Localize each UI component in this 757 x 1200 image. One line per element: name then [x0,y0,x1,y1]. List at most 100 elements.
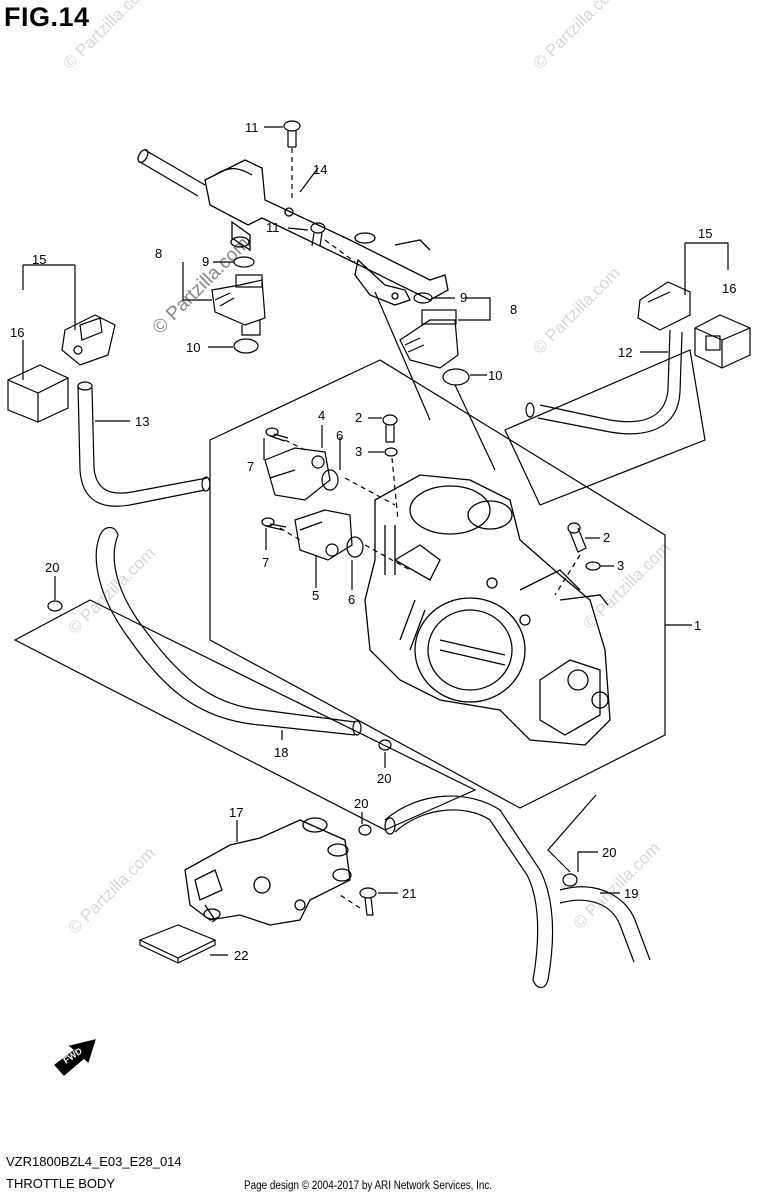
hose-19 [384,795,554,981]
cover-16b [694,314,751,369]
dashline-21 [339,894,361,909]
sensor-15b [637,281,691,331]
oring-3a [384,447,398,457]
pad-22 [138,924,217,964]
callout-19: 19 [624,886,638,901]
hose-13 [77,384,208,507]
callout-20: 20 [377,771,391,786]
leader-line-15b [684,242,729,295]
hose-18 [95,534,356,736]
clamp-20a [47,600,63,612]
callout-10: 10 [186,340,200,355]
callout-6: 6 [336,428,343,443]
callout-15: 15 [698,226,712,241]
seal-10a [233,338,259,354]
callout-16: 16 [10,325,24,340]
leader-line-11b [287,227,309,231]
group-outline-throttle-body [209,359,666,809]
group-outline-lower [13,599,477,831]
watermark: © Partzilla.com [579,538,673,632]
screw-21 [359,887,377,916]
callout-2: 2 [603,530,610,545]
screw-2a [382,414,398,443]
callout-5: 5 [312,588,319,603]
callout-3: 3 [355,444,362,459]
dashline-screw-7b [279,527,301,541]
callout-17: 17 [229,805,243,820]
clamp-20c [358,824,372,836]
callout-9: 9 [202,254,209,269]
screw-7a [265,427,289,442]
watermark: © Partzilla.com [64,843,158,937]
copyright-notice: Page design © 2004-2017 by ARI Network S… [244,1180,493,1192]
model-code: VZR1800BZL4_E03_E28_014 [6,1154,182,1169]
fwd-arrow-icon [54,1039,96,1076]
callout-15: 15 [32,252,46,267]
watermark: © Partzilla.com [529,263,623,357]
cover-16a [7,364,69,423]
callout-9: 9 [460,290,467,305]
oring-9b [413,292,433,304]
leader-line-14 [299,167,319,193]
idle-speed-control-valve-17 [184,817,352,926]
dashline-tps-b [364,544,411,571]
watermark: © Partzilla.com [64,543,158,637]
oring-6b [346,536,364,558]
tps-sensor-5 [294,509,353,561]
callout-13: 13 [135,414,149,429]
dashline-2b [554,554,581,596]
callout-7: 7 [247,459,254,474]
callout-11: 11 [245,120,259,135]
callout-14: 14 [313,162,327,177]
screw-7b [261,517,287,531]
seal-10b [442,368,470,386]
leader-line-20d [577,851,598,872]
bolt-11b [310,222,326,247]
dashline-bolt-11b [324,239,356,263]
clamp-20b [378,739,392,751]
callout-4: 4 [318,408,325,423]
oring-3b [585,561,601,571]
callout-20: 20 [602,845,616,860]
callout-10: 10 [488,368,502,383]
figure-title: FIG.14 [4,2,90,32]
callout-18: 18 [274,745,288,760]
callout-21: 21 [402,886,416,901]
bolt-11a [283,120,301,148]
clamp-20d [562,873,578,887]
leader-line-15a [22,264,76,330]
hose-19-outlet [559,886,651,963]
leader-line-8a [182,262,212,301]
callout-16: 16 [722,281,736,296]
throttle-body-1 [364,474,611,746]
dashline-2a [391,457,399,521]
callout-12: 12 [618,345,632,360]
dashline-screw-7a [284,439,306,451]
oring-6a [321,469,339,491]
section-name: THROTTLE BODY [6,1176,116,1191]
hose-12 [537,329,683,435]
tps-sensor-4 [264,447,331,501]
callout-22: 22 [234,948,248,963]
callout-8: 8 [510,302,517,317]
callout-8: 8 [155,246,162,261]
callout-1: 1 [694,618,701,633]
callout-20: 20 [354,796,368,811]
group-outline-right-hose [504,349,706,506]
callout-11: 11 [266,220,280,235]
fuel-delivery-pipe-14 [137,148,449,306]
dashline-tps-a [344,477,396,506]
callout-20: 20 [45,560,59,575]
leader-line-8b [458,297,491,321]
leader-line-20d-to-box [547,794,597,873]
callout-3: 3 [617,558,624,573]
watermark: © Partzilla.com [59,0,153,73]
watermark: © Partzilla.com [529,0,623,73]
callout-6: 6 [348,592,355,607]
callout-2: 2 [355,410,362,425]
line-pipe-to-body [374,291,496,471]
sensor-15a [61,314,116,366]
screw-2b [567,522,587,553]
callouts: 1 2 2 3 3 4 5 6 6 7 7 8 8 9 9 10 10 11 1… [10,120,736,963]
